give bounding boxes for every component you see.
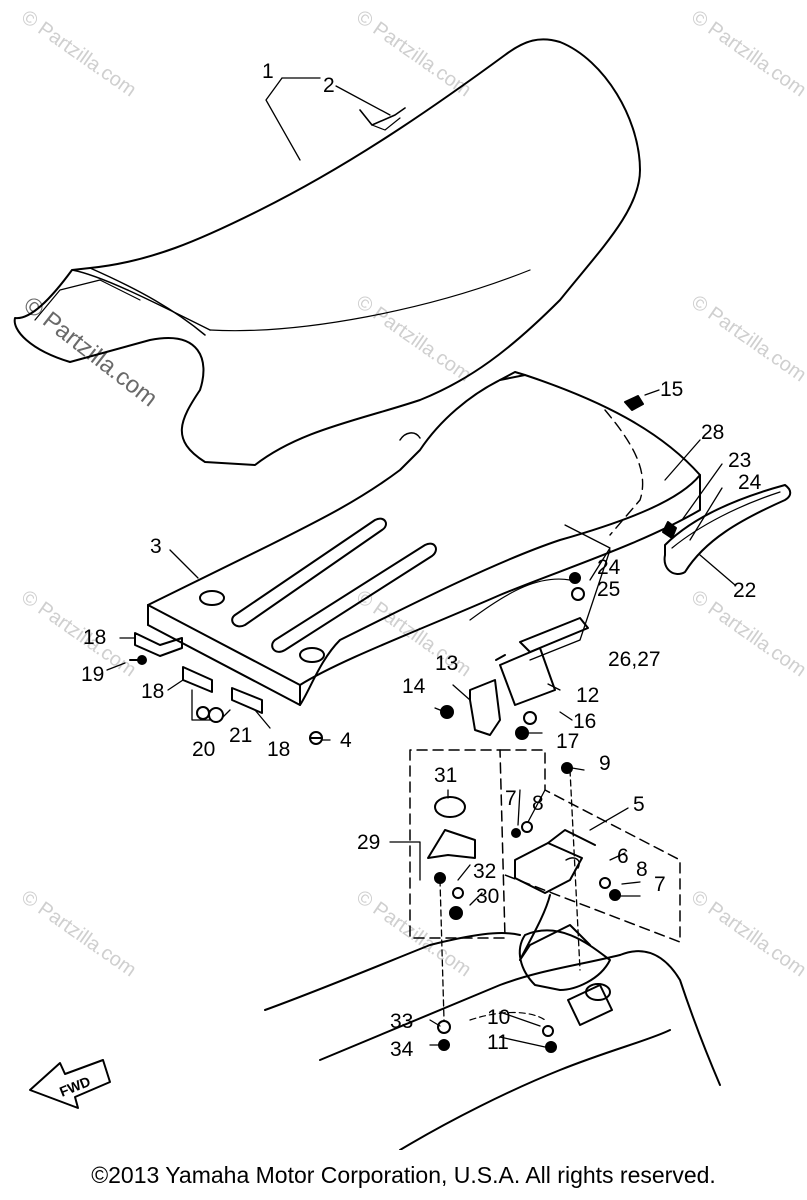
callout-20: 20 [192,738,215,761]
callout-labels: 1 2 3 4 5 6 7 7 8 8 9 10 11 12 13 14 15 … [81,60,762,1061]
callout-21: 21 [229,724,252,747]
callout-12: 12 [576,684,599,707]
callout-15: 15 [660,378,683,401]
fwd-label: FWD [57,1073,93,1100]
callout-18-left: 18 [83,626,106,649]
callout-25: 25 [597,578,620,601]
callout-7-upper: 7 [505,787,517,810]
callout-28: 28 [701,421,724,444]
callout-19: 19 [81,663,104,686]
callout-18-right: 18 [267,738,290,761]
callout-18-middle: 18 [141,680,164,703]
leader-lines [106,77,736,1048]
watermark: © Partzilla.com [352,886,475,981]
callout-29: 29 [357,831,380,854]
callout-17: 17 [556,730,579,753]
watermark: © Partzilla.com [17,6,140,101]
callout-5: 5 [633,793,645,816]
callout-22: 22 [733,579,756,602]
callout-14: 14 [402,675,426,698]
callout-30: 30 [476,885,499,908]
callout-4: 4 [340,729,352,752]
fwd-arrow-icon [29,1059,111,1109]
watermark: © Partzilla.com [17,586,140,681]
callout-33: 33 [390,1010,413,1033]
callout-24-upper: 24 [738,471,762,494]
brackets [134,632,263,714]
seat-base-plate [147,371,701,706]
callout-16: 16 [573,710,596,733]
callout-26-27: 26,27 [608,648,661,671]
fasteners [129,395,677,1053]
copyright-notice: ©2013 Yamaha Motor Corporation, U.S.A. A… [91,1162,716,1188]
callout-9: 9 [599,752,611,775]
callout-23: 23 [728,449,751,472]
group-boxes [409,749,681,943]
latch-assembly [469,617,589,736]
callout-8-upper: 8 [532,792,544,815]
callout-24-lower: 24 [597,556,621,579]
seat [13,38,641,466]
callout-10: 10 [487,1006,510,1029]
watermark-large: © Partzilla.com [18,291,162,412]
watermark: © Partzilla.com [352,6,475,101]
callout-11: 11 [487,1031,509,1054]
callout-2: 2 [323,74,335,97]
callout-32: 32 [473,860,496,883]
callout-7-lower: 7 [654,873,666,896]
callout-8-lower: 8 [636,858,648,881]
exploded-view-svg: © Partzilla.com © Partzilla.com © Partzi… [13,6,807,1151]
watermark: © Partzilla.com [17,886,140,981]
watermark: © Partzilla.com [687,291,807,386]
callout-6: 6 [617,845,629,868]
watermark: © Partzilla.com [687,886,807,981]
hull-deck [264,894,721,1151]
watermark: © Partzilla.com [352,291,475,386]
watermarks: © Partzilla.com © Partzilla.com © Partzi… [17,6,807,981]
callout-3: 3 [150,535,162,558]
callout-31: 31 [434,764,457,787]
rear-grab-strap [663,484,792,575]
callout-34: 34 [390,1038,414,1061]
callout-1: 1 [262,60,274,83]
watermark: © Partzilla.com [687,6,807,101]
callout-13: 13 [435,652,458,675]
hinge-assembly [427,796,596,894]
